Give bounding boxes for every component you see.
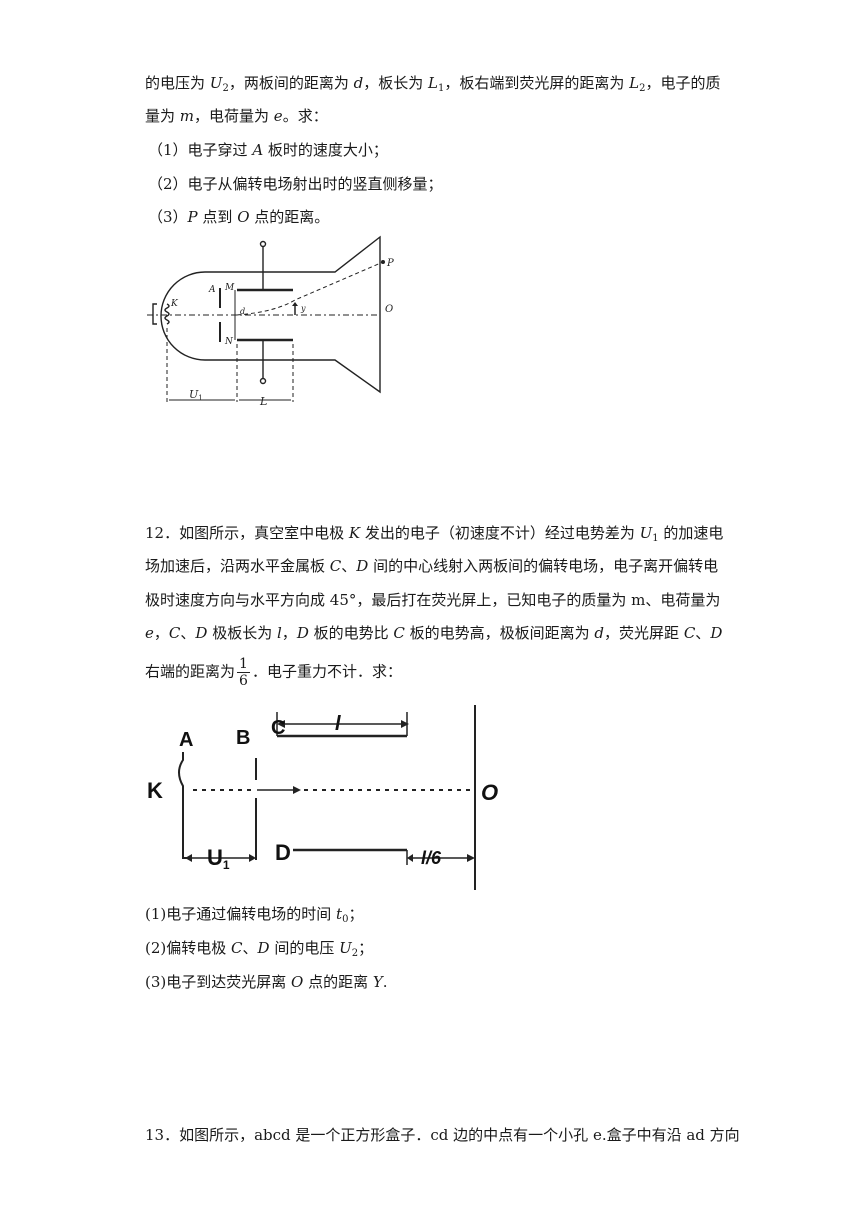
p11-label-N: N	[224, 337, 234, 347]
p11-label-K: K	[170, 299, 179, 309]
p11-label-O: O	[385, 304, 393, 315]
p11-label-A: A	[208, 285, 216, 295]
p12-label-l6: l/6	[421, 848, 442, 868]
p11-label-P: P	[386, 258, 394, 269]
p13-text-line-1: 13．如图所示，abcd 是一个正方形盒子．cd 边的中点有一个小孔 e.盒子中…	[145, 1126, 740, 1144]
p12-text-line-2: 场加速后，沿两水平金属板 C、D 间的中心线射入两板间的偏转电场，电子离开偏转电	[145, 557, 719, 575]
p11-question-3: （3）P 点到 O 点的距离。	[148, 208, 330, 226]
p12-deflection-diagram: A B C l K O U1 D l/6	[147, 705, 498, 890]
p12-text-line-1: 12．如图所示，真空室中电极 K 发出的电子（初速度不计）经过电势差为 U1 的…	[145, 524, 724, 544]
p11-text-line-2: 量为 m，电荷量为 e。求：	[145, 107, 328, 125]
p11-label-y: y	[300, 304, 306, 313]
p12-label-K: K	[147, 778, 163, 803]
p12-text-line-3: 极时速度方向与水平方向成 45°，最后打在荧光屏上，已知电子的质量为 m、电荷量…	[145, 591, 721, 609]
p11-label-d: d	[240, 307, 245, 316]
p11-label-U: U1	[189, 388, 203, 402]
p12-label-O: O	[481, 780, 498, 805]
p12-question-3: (3)电子到达荧光屏离 O 点的距离 Y.	[145, 973, 388, 991]
p12-text-line-4: e，C、D 极板长为 l，D 板的电势比 C 板的电势高，极板间距离为 d，荧光…	[145, 624, 723, 642]
p11-question-1: （1）电子穿过 A 板时的速度大小；	[148, 141, 388, 159]
p12-question-1: (1)电子通过偏转电场的时间 t0；	[145, 905, 364, 925]
p12-question-2: (2)偏转电极 C、D 间的电压 U2；	[145, 939, 374, 959]
p12-label-D: D	[275, 840, 291, 865]
p12-label-A: A	[179, 729, 193, 751]
p11-label-M: M	[224, 283, 235, 293]
p11-text-line-1: 的电压为 U2，两板间的距离为 d，板长为 L1，板右端到荧光屏的距离为 L2，…	[145, 74, 721, 94]
p11-label-L: L	[259, 395, 267, 408]
p12-label-C: C	[271, 717, 285, 739]
p12-label-B: B	[236, 727, 250, 749]
p12-label-U: U1	[207, 845, 230, 872]
p11-question-2: （2）电子从偏转电场射出时的竖直侧移量；	[148, 175, 443, 193]
p12-label-l: l	[335, 713, 341, 735]
p11-crt-diagram: K A M N d y P O U1 L	[147, 235, 394, 408]
